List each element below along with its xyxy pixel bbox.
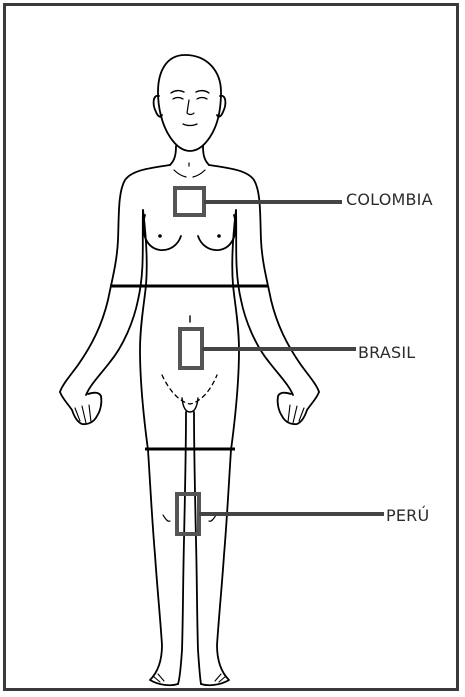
right-inner-arm <box>236 210 293 395</box>
mouth <box>183 124 197 126</box>
left-leg-outer <box>148 450 178 685</box>
left-breast <box>143 215 181 250</box>
colombia-marker <box>175 188 204 215</box>
right-leg-outer <box>201 450 231 685</box>
nose <box>187 100 194 115</box>
left-eye <box>173 98 183 100</box>
colombia-label: COLOMBIA <box>346 192 433 208</box>
pelvic-line <box>162 375 217 404</box>
right-leg-inner <box>194 412 201 684</box>
left-leg-inner <box>178 412 186 684</box>
neck-left <box>170 146 176 165</box>
brasil-label: BRASIL <box>358 345 415 361</box>
left-hand <box>60 392 101 424</box>
right-breast <box>198 215 236 250</box>
neck-right <box>203 146 209 165</box>
left-eyebrow <box>171 91 184 93</box>
right-eyebrow <box>196 91 209 93</box>
peru-label: PERÚ <box>386 508 429 524</box>
brasil-marker <box>180 329 202 368</box>
right-shoulder-arm <box>209 165 319 392</box>
right-eye <box>197 98 207 100</box>
left-inner-arm <box>86 210 143 395</box>
right-waist-hip <box>231 210 239 450</box>
left-shoulder-arm <box>60 165 170 392</box>
right-hand <box>278 392 319 424</box>
left-waist-hip <box>140 210 148 450</box>
head-outline <box>158 55 221 151</box>
